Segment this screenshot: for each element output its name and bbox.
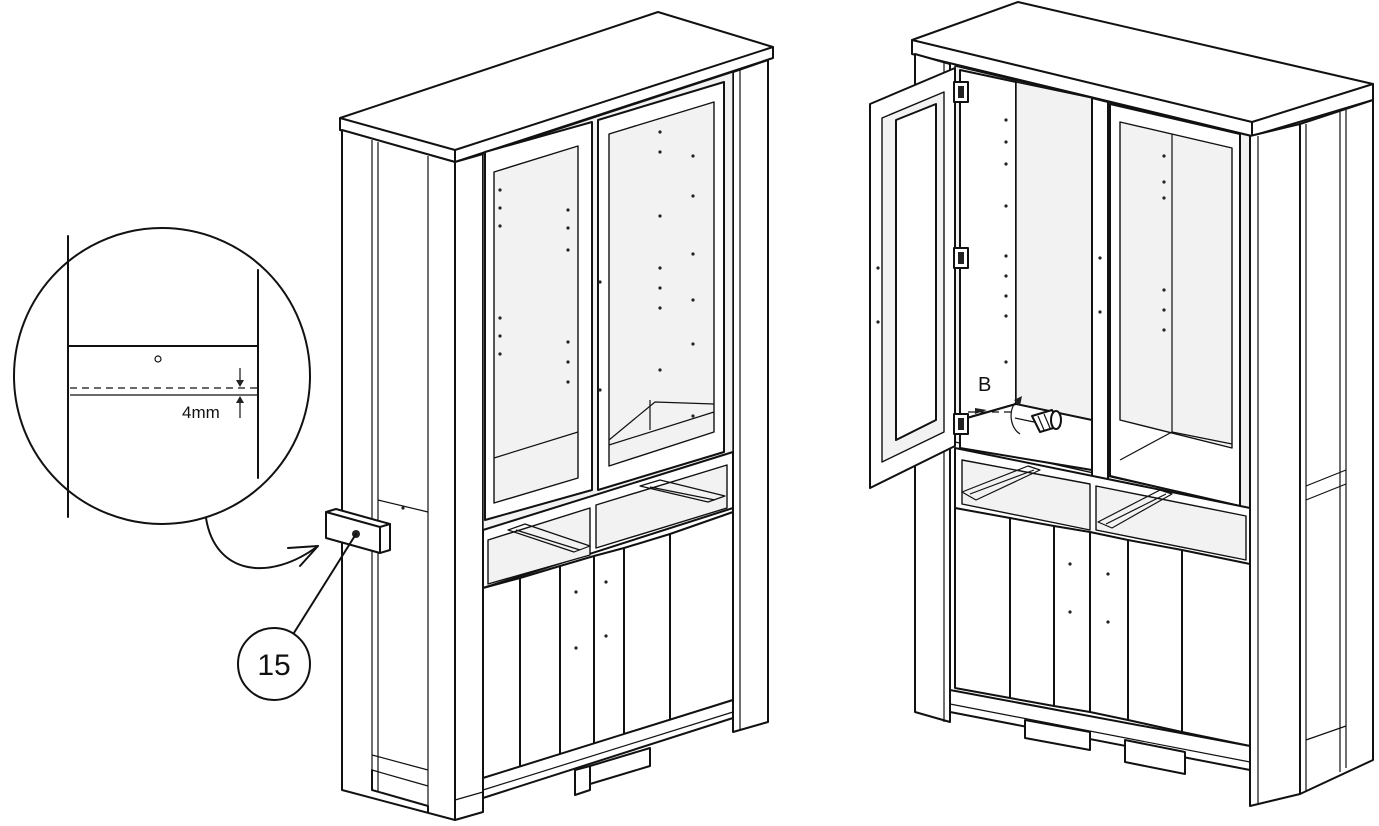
detail-circle — [13, 227, 311, 525]
cabinet-left-drawer-runners — [507, 479, 726, 553]
cabinet-left-top — [339, 11, 774, 163]
part-number-badge — [237, 627, 311, 701]
detail-pointer-arrow — [205, 517, 319, 570]
part-number-label: 15 — [257, 649, 290, 682]
cabinet-left-right-post — [732, 59, 769, 733]
cabinet-right-side-panel — [1299, 99, 1374, 795]
part-leader-line — [291, 533, 357, 637]
cabinet-left-front-post — [454, 153, 484, 821]
cabinet-left-plinth — [482, 699, 734, 799]
cabinet-right-open-door — [869, 67, 956, 489]
detail-magnifier: 4mm — [13, 227, 311, 525]
door-hinges — [953, 81, 969, 435]
cabinet-right-shelf-holes — [1004, 118, 1166, 364]
cabinet-left-side-panel — [341, 129, 456, 821]
cabinet-right-drawer-runners — [961, 465, 1173, 529]
screw-label: B — [978, 374, 991, 396]
gap-measure-label: 4mm — [182, 403, 220, 422]
screw-assembly — [968, 396, 1062, 435]
cabinet-left-lower-doors — [482, 511, 734, 779]
cabinet-right-lower-doors — [954, 507, 1251, 747]
part-15-bracket — [325, 508, 391, 554]
cabinet-right: B — [869, 1, 1374, 807]
cabinet-left-shelf-holes — [498, 130, 695, 418]
cabinet-left — [339, 11, 774, 821]
